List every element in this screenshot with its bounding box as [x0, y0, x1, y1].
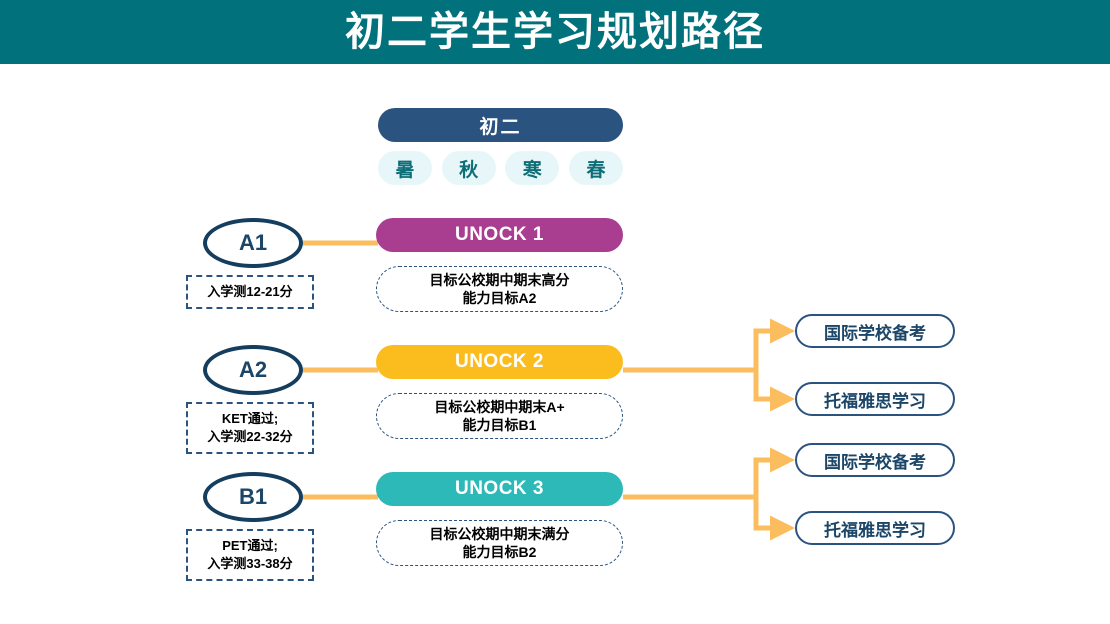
outcome-pill-toefl-ielts-study-b1[interactable]: 托福雅思学习 — [795, 511, 955, 545]
prereq-line: 入学测33-38分 — [207, 556, 293, 571]
season-pill-winter[interactable]: 寒 — [505, 151, 560, 185]
goal-line: 能力目标B2 — [462, 544, 537, 560]
page-title: 初二学生学习规划路径 — [345, 10, 765, 54]
grade-pill[interactable]: 初二 — [378, 108, 623, 142]
season-pill-autumn[interactable]: 秋 — [441, 151, 496, 185]
outcome-pill-international-school-prep-b1[interactable]: 国际学校备考 — [795, 443, 955, 477]
outcome-pill-toefl-ielts-study-a2[interactable]: 托福雅思学习 — [795, 382, 955, 416]
prereq-box-a2: KET通过; 入学测22-32分 — [186, 402, 314, 454]
course-bar-unock-1[interactable]: UNOCK 1 — [376, 218, 623, 252]
prereq-line: KET通过; — [221, 411, 279, 427]
goal-line: 目标公校期中期末满分 — [429, 525, 570, 542]
outcome-pill-international-school-prep-a2[interactable]: 国际学校备考 — [795, 314, 955, 348]
goal-line: 能力目标A2 — [462, 290, 537, 306]
level-badge-a1: A1 — [203, 218, 303, 268]
course-bar-unock-2[interactable]: UNOCK 2 — [376, 345, 623, 379]
prereq-box-b1: PET通过; 入学测33-38分 — [186, 529, 314, 581]
goal-line: 目标公校期中期末高分 — [429, 271, 570, 288]
goal-line: 目标公校期中期末A+ — [434, 398, 565, 415]
season-pill-summer[interactable]: 暑 — [378, 151, 432, 185]
level-badge-a2: A2 — [203, 345, 303, 395]
season-row: 暑 秋 寒 春 — [378, 151, 623, 185]
goal-box-unock-3: 目标公校期中期末满分 能力目标B2 — [376, 520, 623, 566]
season-pill-spring[interactable]: 春 — [568, 151, 623, 185]
goal-box-unock-2: 目标公校期中期末A+ 能力目标B1 — [376, 393, 623, 439]
prereq-box-a1: 入学测12-21分 — [186, 275, 314, 309]
course-bar-unock-3[interactable]: UNOCK 3 — [376, 472, 623, 506]
prereq-line: 入学测12-21分 — [207, 284, 293, 300]
level-badge-b1: B1 — [203, 472, 303, 522]
goal-line: 能力目标B1 — [462, 417, 537, 433]
goal-box-unock-1: 目标公校期中期末高分 能力目标A2 — [376, 266, 623, 312]
header-banner: 初二学生学习规划路径 — [0, 0, 1110, 64]
prereq-line: 入学测22-32分 — [207, 429, 293, 444]
prereq-line: PET通过; — [222, 538, 278, 554]
